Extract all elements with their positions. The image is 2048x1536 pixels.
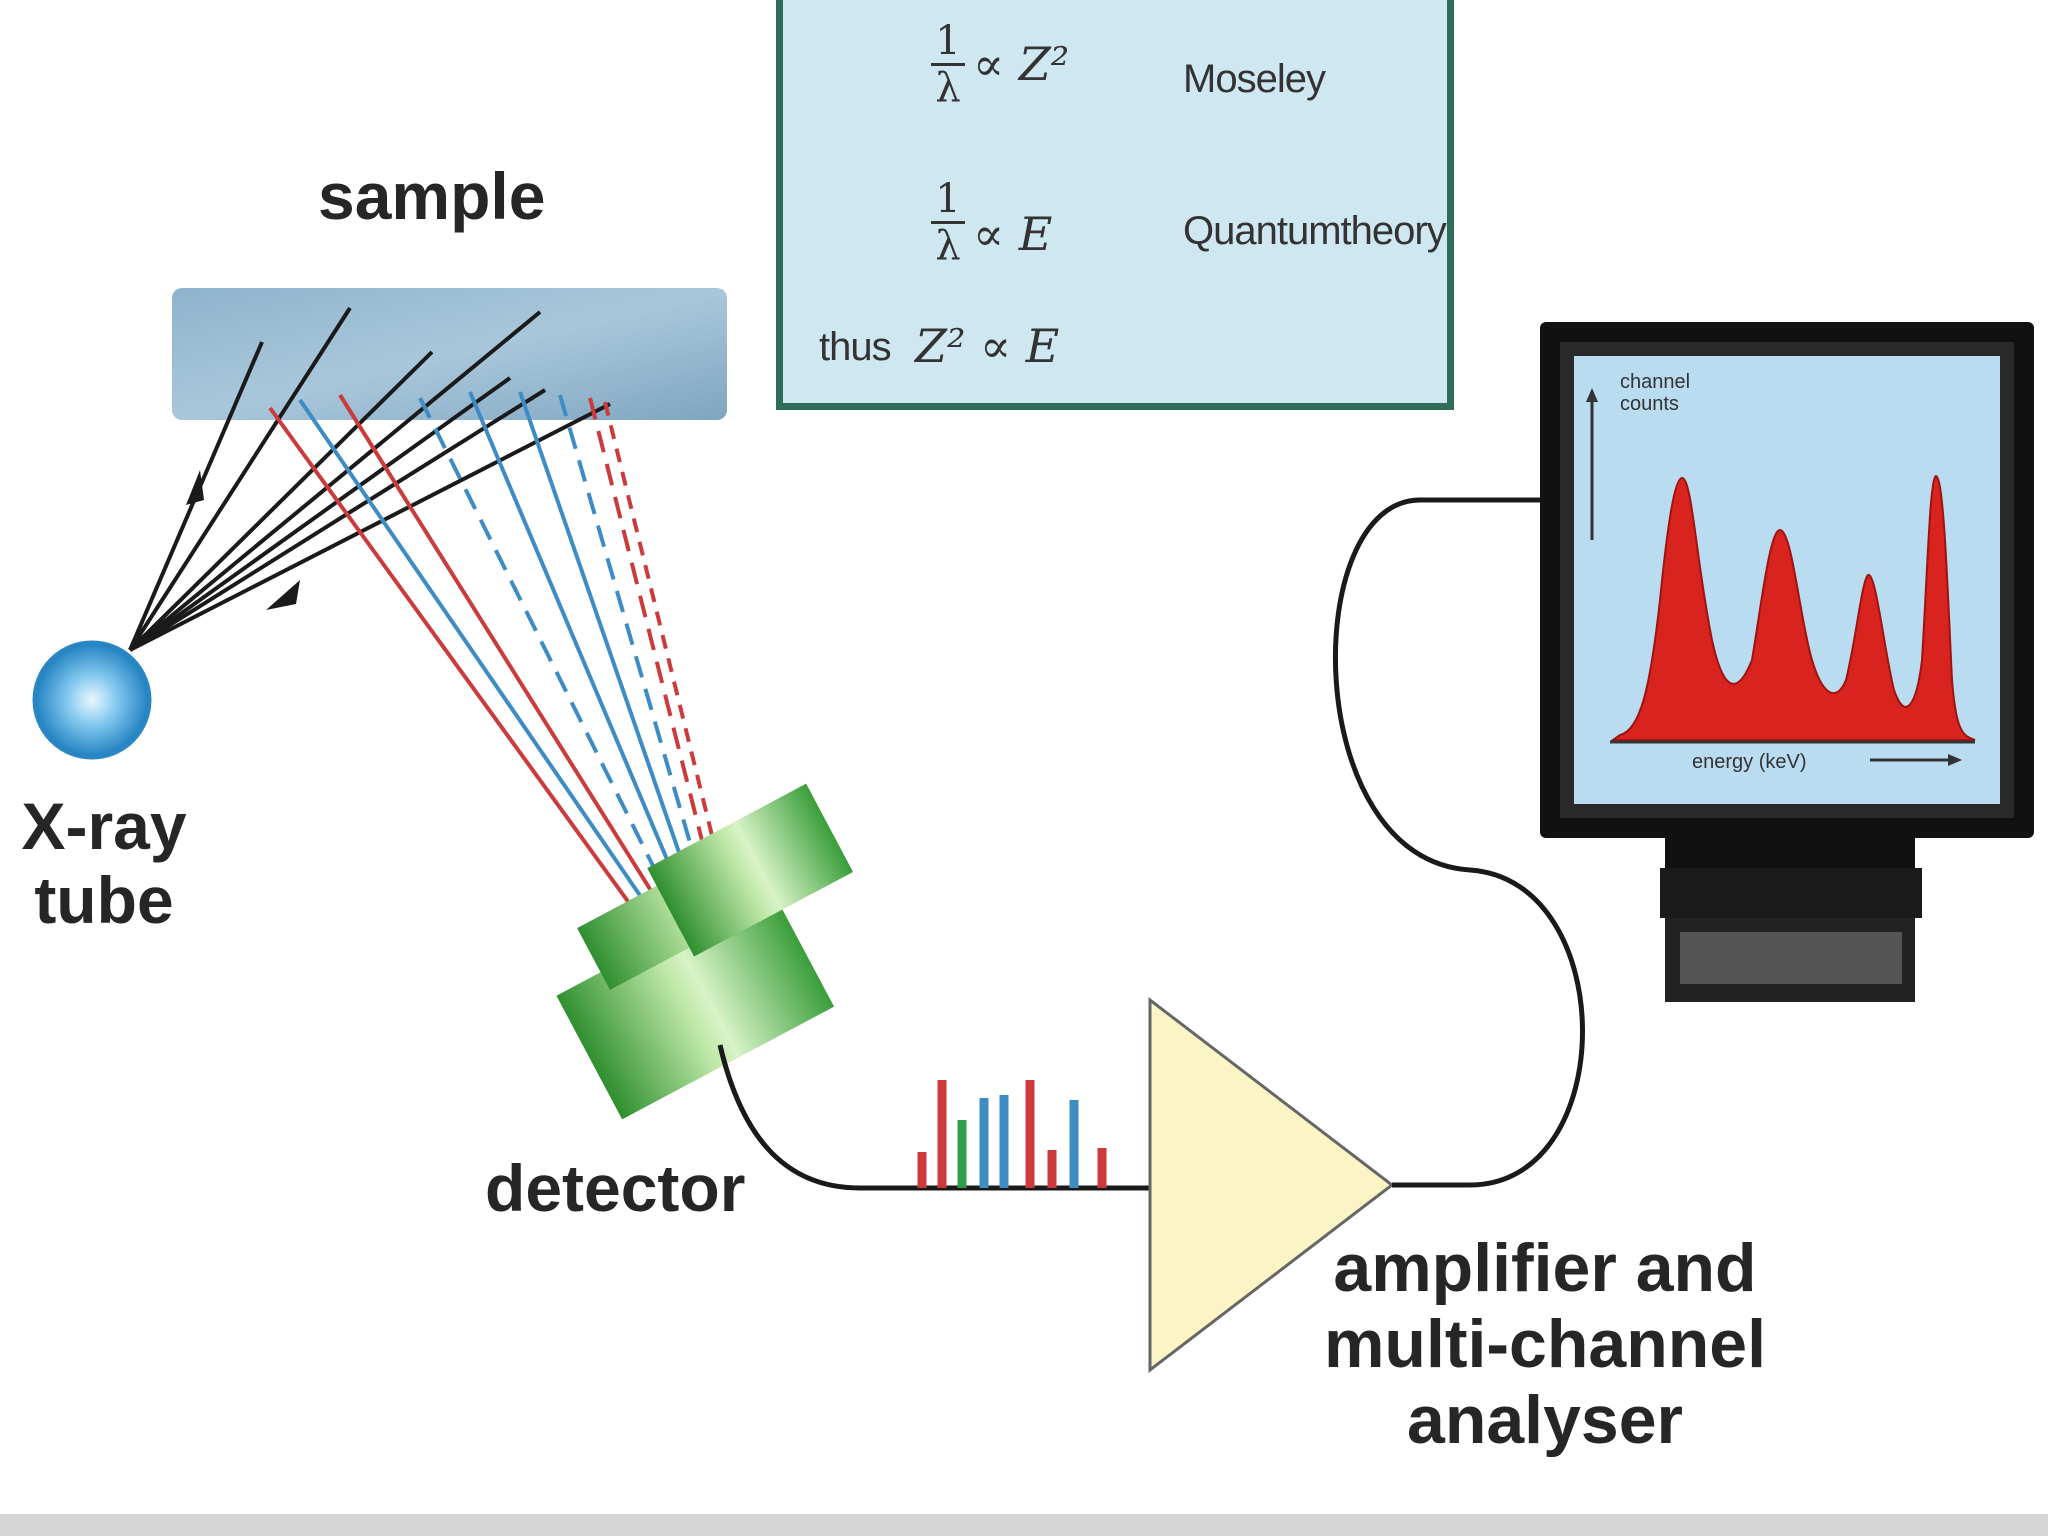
amplifier-label: amplifier and multi-channel analyser <box>1300 1230 1790 1458</box>
quantum-expr: ∝ E <box>973 207 1053 261</box>
frac-num: 1 <box>931 19 965 66</box>
monitor-xlabel: energy (keV) <box>1692 751 1807 773</box>
detector-label: detector <box>485 1151 746 1225</box>
frac-den: λ <box>935 223 961 269</box>
xray-tube-label: X-ray tube <box>14 789 194 938</box>
thus-label: thus <box>819 325 892 369</box>
monitor-ylabel-2: counts <box>1620 393 1679 415</box>
monitor-ylabel-1: channel <box>1620 371 1690 393</box>
xray-tube-label-line2: tube <box>34 862 174 937</box>
frac-den: λ <box>935 65 961 111</box>
x-axis-arrow-icon <box>1948 754 1962 766</box>
y-axis-arrow-icon <box>1586 388 1598 402</box>
detector-icon <box>556 783 854 1120</box>
formula-box: 1 λ ∝ Z² Moseley 1 λ ∝ E Quantumtheory t… <box>776 0 1454 410</box>
xray-tube-icon <box>32 640 152 760</box>
frac-num: 1 <box>931 177 965 224</box>
spectrum-peaks <box>1609 474 1976 741</box>
moseley-expr: ∝ Z² <box>973 37 1070 91</box>
quantum-label: Quantumtheory <box>1183 209 1447 253</box>
amplifier-icon <box>1148 996 1395 1374</box>
xray-tube-label-line1: X-ray <box>21 789 187 863</box>
output-cable <box>1332 497 1585 1188</box>
amplifier-label-line2: multi-channel <box>1323 1306 1767 1383</box>
ray-arrowhead <box>186 470 204 505</box>
signal-cable <box>717 1044 1150 1191</box>
amplifier-label-line1: amplifier and <box>1333 1230 1757 1306</box>
sample-slab <box>172 288 727 420</box>
conclusion-expr: Z² ∝ E <box>915 319 1060 373</box>
fluorescent-rays <box>268 391 724 920</box>
bottom-strip <box>0 1514 2048 1536</box>
ray-arrowhead <box>266 580 300 610</box>
signal-pulses <box>917 1080 1107 1188</box>
sample-label: sample <box>318 159 546 233</box>
frac-1: 1 λ <box>931 19 965 110</box>
frac-2: 1 λ <box>931 177 965 268</box>
moseley-label: Moseley <box>1183 57 1326 101</box>
amplifier-label-line3: analyser <box>1407 1382 1683 1459</box>
